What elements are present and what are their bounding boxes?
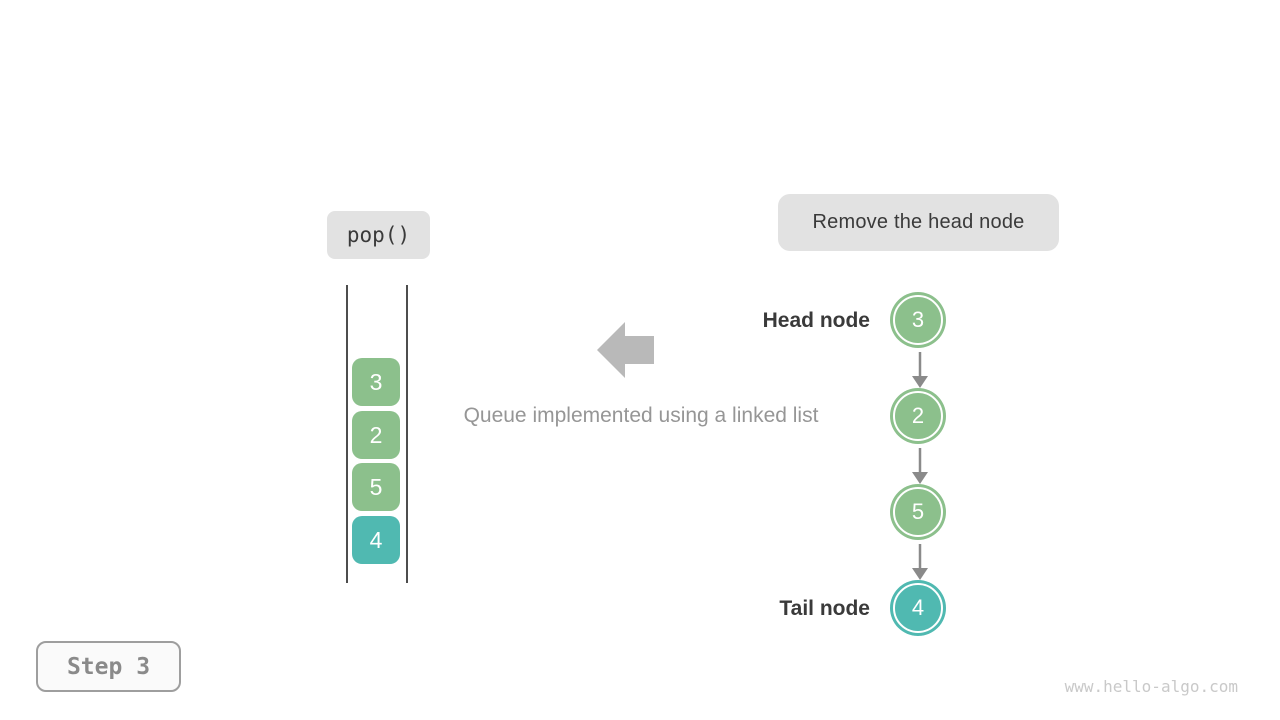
queue-wall-left [346, 285, 348, 583]
queue-cell-value: 2 [369, 421, 383, 448]
remove-head-annotation-text: Remove the head node [812, 211, 1025, 233]
arrow-down-icon [912, 448, 928, 484]
queue-wall-right [406, 285, 408, 583]
linked-list-node-tail: 4 [893, 583, 943, 633]
pop-operation-label: pop() [327, 211, 430, 259]
arrow-down-icon [912, 352, 928, 388]
head-node-label: Head node [762, 309, 870, 332]
queue-cell: 5 [352, 463, 400, 511]
pop-operation-text: pop() [346, 223, 411, 247]
watermark-text: www.hello-algo.com [1064, 677, 1238, 696]
node-value: 5 [911, 499, 925, 524]
queue-cell-value: 3 [369, 368, 383, 395]
queue-cell-tail: 4 [352, 516, 400, 564]
linked-list-node: 2 [893, 391, 943, 441]
linked-list-node-head: 3 [893, 295, 943, 345]
node-value: 4 [911, 595, 925, 620]
tail-node-label: Tail node [779, 597, 870, 620]
linked-list-node: 5 [893, 487, 943, 537]
node-value: 3 [911, 307, 925, 332]
queue-cell-value: 5 [369, 473, 383, 500]
arrow-left-icon [597, 322, 654, 378]
node-value: 2 [911, 403, 925, 428]
queue-cell-value: 4 [369, 526, 383, 553]
step-indicator-text: Step 3 [66, 653, 151, 680]
step-indicator: Step 3 [36, 641, 181, 692]
remove-head-annotation: Remove the head node [778, 194, 1059, 251]
arrow-down-icon [912, 544, 928, 580]
diagram-caption: Queue implemented using a linked list [463, 404, 819, 427]
queue-cell: 3 [352, 358, 400, 406]
queue-cell: 2 [352, 411, 400, 459]
